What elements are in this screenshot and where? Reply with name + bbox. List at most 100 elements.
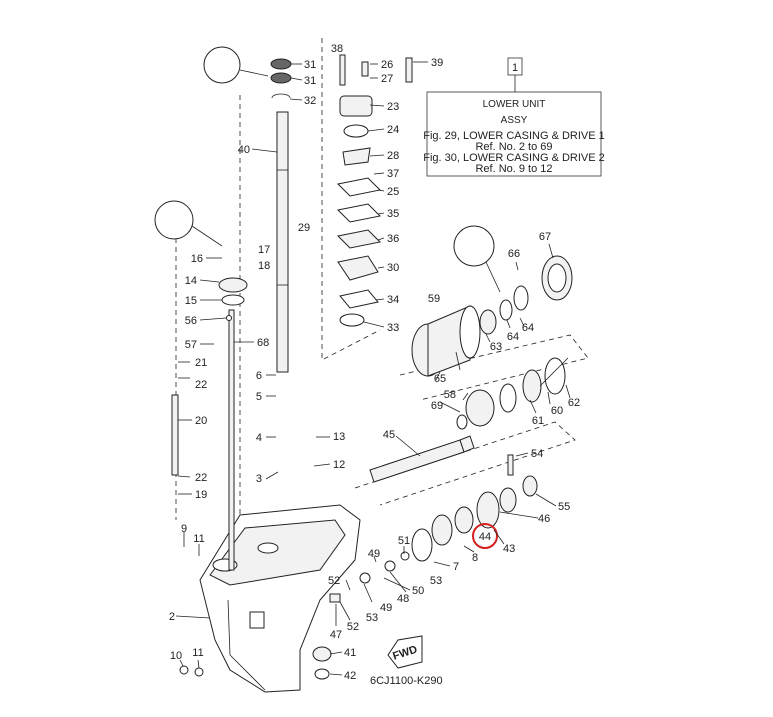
propeller-shaft xyxy=(369,435,475,483)
callout-58: 58 xyxy=(444,389,456,401)
callout-15: 15 xyxy=(185,295,197,307)
callout-49-lower: 49 xyxy=(380,602,392,614)
callout-68: 68 xyxy=(257,337,269,349)
callout-13: 13 xyxy=(333,431,345,443)
legend-title-line2: ASSY xyxy=(501,115,528,126)
inset-detail-clip-top xyxy=(203,46,269,84)
callout-29: 29 xyxy=(298,222,310,234)
callout-16: 16 xyxy=(191,253,203,265)
callout-54: 54 xyxy=(531,448,543,460)
callout-55: 55 xyxy=(558,501,570,513)
callout-69: 69 xyxy=(431,400,443,412)
shift-rod-20 xyxy=(171,394,179,476)
callout-7: 7 xyxy=(453,561,459,573)
bearing-housing xyxy=(411,305,481,377)
legend-line5: Fig. 30, LOWER CASING & DRIVE 2 xyxy=(423,152,605,164)
callout-38: 38 xyxy=(331,43,343,55)
upper-bearings xyxy=(270,58,292,99)
callout-42: 42 xyxy=(344,670,356,682)
callout-47: 47 xyxy=(330,629,342,641)
callout-34: 34 xyxy=(387,294,399,306)
callout-51: 51 xyxy=(398,535,410,547)
callout-57: 57 xyxy=(185,339,197,351)
callout-31-lower: 31 xyxy=(304,75,316,87)
callout-4: 4 xyxy=(256,432,262,444)
callout-64-lower: 64 xyxy=(507,331,519,343)
callout-45: 45 xyxy=(383,429,395,441)
drive-shaft xyxy=(276,111,289,373)
callout-53-lower: 53 xyxy=(366,612,378,624)
callout-40: 40 xyxy=(238,144,250,156)
legend-title-line1: LOWER UNIT xyxy=(483,99,546,110)
callout-44: 44 xyxy=(479,531,491,543)
legend-line6: Ref. No. 9 to 12 xyxy=(475,163,552,175)
callout-24: 24 xyxy=(387,124,399,136)
lower-casing xyxy=(199,504,361,693)
legend-line3: Fig. 29, LOWER CASING & DRIVE 1 xyxy=(423,130,605,142)
fwd-arrow: FWD xyxy=(387,635,423,669)
callout-62: 62 xyxy=(568,397,580,409)
callout-23: 23 xyxy=(387,101,399,113)
callout-66: 66 xyxy=(508,248,520,260)
reverse-gear-group xyxy=(411,454,538,562)
callout-61: 61 xyxy=(532,415,544,427)
callout-5: 5 xyxy=(256,391,262,403)
callout-labels: 2 3 4 5 6 7 8 9 10 11 11 12 13 14 15 16 … xyxy=(169,43,580,682)
callout-33: 33 xyxy=(387,322,399,334)
callout-56: 56 xyxy=(185,315,197,327)
assembly-guide-lines xyxy=(175,38,589,560)
callout-10: 10 xyxy=(170,650,182,662)
callout-11-lower: 11 xyxy=(192,647,203,659)
legend-frame xyxy=(426,91,602,177)
callout-39: 39 xyxy=(431,57,443,69)
callout-2: 2 xyxy=(169,611,175,623)
callout-67: 67 xyxy=(539,231,551,243)
callout-65: 65 xyxy=(434,373,446,385)
callout-59: 59 xyxy=(428,293,440,305)
callout-6: 6 xyxy=(256,370,262,382)
callout-28: 28 xyxy=(387,150,399,162)
inset-detail-clip-right xyxy=(453,225,501,293)
callout-52-lower: 52 xyxy=(347,621,359,633)
highlight-circle-44 xyxy=(472,523,498,549)
legend-line4: Ref. No. 2 to 69 xyxy=(475,141,552,153)
forward-gear-group xyxy=(456,357,566,430)
callout-60: 60 xyxy=(551,405,563,417)
inset-detail-clip-left xyxy=(154,200,223,247)
callout-26: 26 xyxy=(381,59,393,71)
callout-14: 14 xyxy=(185,275,197,287)
callout-52-upper: 52 xyxy=(328,575,340,587)
callout-18: 18 xyxy=(258,260,270,272)
water-pump-parts xyxy=(336,54,413,327)
callout-8: 8 xyxy=(472,552,478,564)
callout-63: 63 xyxy=(490,341,502,353)
callout-48: 48 xyxy=(397,593,409,605)
callout-35: 35 xyxy=(387,208,399,220)
callout-11-upper: 11 xyxy=(193,533,204,545)
callout-17: 17 xyxy=(258,244,270,256)
callout-3: 3 xyxy=(256,473,262,485)
callout-22-lower: 22 xyxy=(195,472,207,484)
callout-41: 41 xyxy=(344,647,356,659)
callout-27: 27 xyxy=(381,73,393,85)
callout-19: 19 xyxy=(195,489,207,501)
diagram-code: 6CJ1100-K290 xyxy=(370,675,443,687)
callout-53-upper: 53 xyxy=(430,575,442,587)
callout-36: 36 xyxy=(387,233,399,245)
callout-31-upper: 31 xyxy=(304,59,316,71)
shift-rod xyxy=(228,309,235,571)
legend-ref-number: 1 xyxy=(512,62,518,74)
shift-cam-parts xyxy=(218,277,248,321)
callout-37: 37 xyxy=(387,168,399,180)
callout-30: 30 xyxy=(387,262,399,274)
leader-lines xyxy=(175,61,571,676)
callout-20: 20 xyxy=(195,415,207,427)
callout-12: 12 xyxy=(333,459,345,471)
callout-64-upper: 64 xyxy=(522,322,534,334)
callout-50: 50 xyxy=(412,585,424,597)
callout-32: 32 xyxy=(304,95,316,107)
callout-46: 46 xyxy=(538,513,550,525)
callout-25: 25 xyxy=(387,186,399,198)
callout-43: 43 xyxy=(503,543,515,555)
